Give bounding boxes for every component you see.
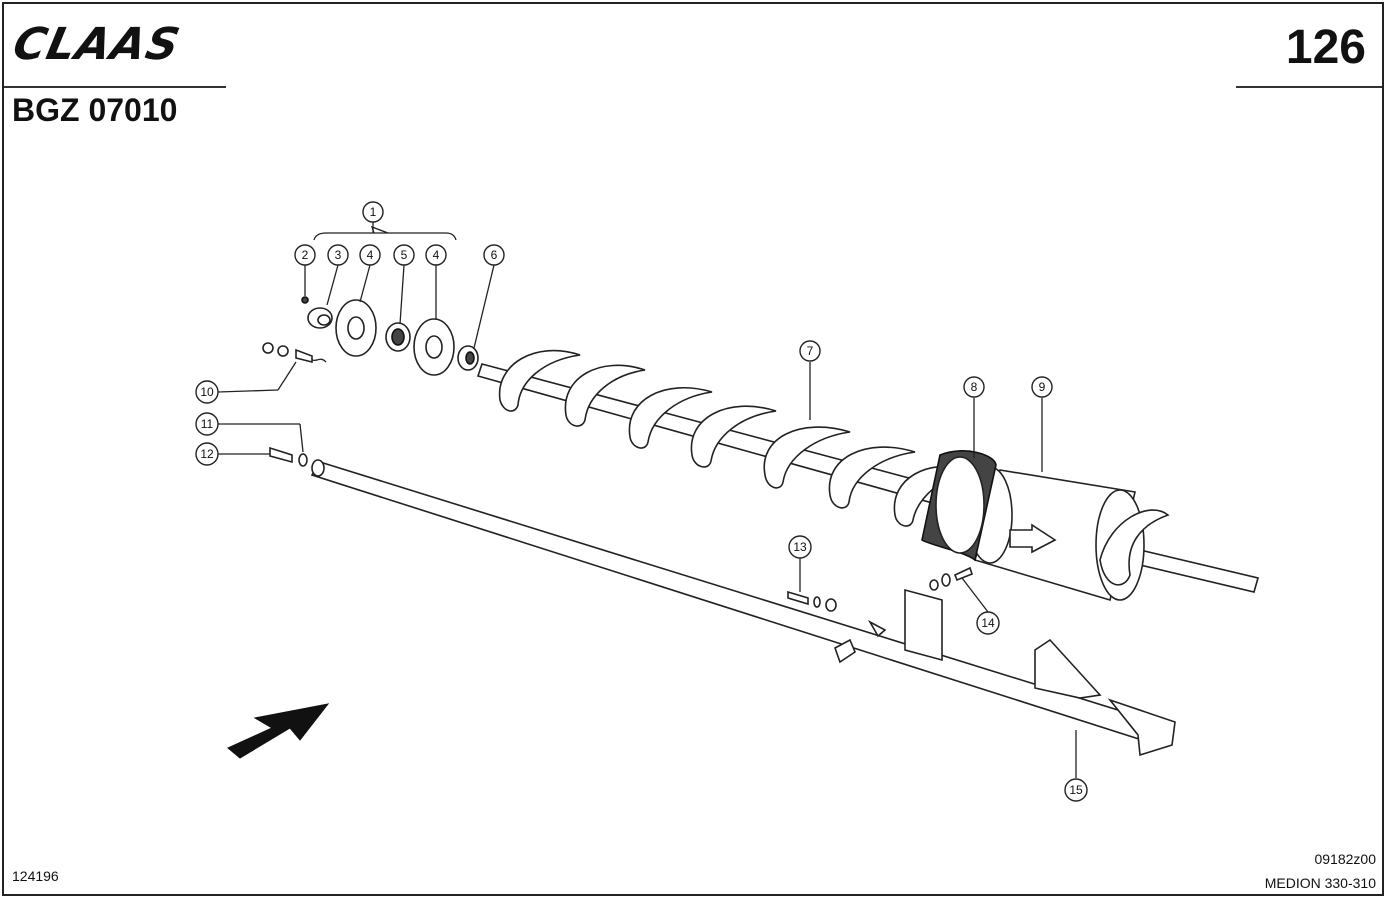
svg-text:3: 3	[335, 248, 342, 262]
doc-code: BGZ 07010	[12, 92, 178, 128]
svg-text:1: 1	[370, 205, 377, 219]
svg-text:10: 10	[200, 385, 214, 399]
leader-lines	[217, 264, 1077, 778]
svg-text:9: 9	[1039, 380, 1046, 394]
svg-text:11: 11	[201, 417, 214, 431]
auger-flights	[498, 349, 968, 527]
frame-tube	[310, 459, 1176, 757]
svg-text:5: 5	[401, 248, 408, 262]
callout-4a: 4	[359, 244, 381, 266]
direction-arrow	[227, 703, 330, 759]
callout-6: 6	[483, 244, 505, 266]
callout-14: 14	[976, 611, 1000, 635]
header-rule-right	[1236, 86, 1382, 88]
callout-5: 5	[393, 244, 415, 266]
callout-7: 7	[799, 340, 821, 362]
callout-11: 11	[195, 412, 219, 436]
footer-drawing-code: 09182z00	[1314, 851, 1376, 867]
svg-text:14: 14	[981, 616, 995, 630]
bearing-parts	[301, 296, 479, 376]
svg-text:2: 2	[302, 248, 309, 262]
footer-left-code: 124196	[12, 868, 59, 884]
svg-text:12: 12	[200, 447, 214, 461]
callout-10: 10	[195, 380, 219, 404]
header-rule-left	[4, 86, 226, 88]
callout-12: 12	[195, 442, 219, 466]
callout-1: 1	[362, 201, 384, 223]
group-bracket	[313, 225, 457, 241]
svg-text:13: 13	[793, 540, 807, 554]
svg-text:6: 6	[491, 248, 498, 262]
svg-text:15: 15	[1069, 783, 1083, 797]
svg-text:4: 4	[433, 248, 440, 262]
page-number: 126	[1285, 21, 1366, 74]
callout-15: 15	[1064, 778, 1088, 802]
callout-4b: 4	[425, 244, 447, 266]
fasteners-right	[787, 566, 973, 612]
svg-text:7: 7	[807, 344, 814, 358]
callout-8: 8	[963, 376, 985, 398]
callout-9: 9	[1031, 376, 1053, 398]
svg-text:4: 4	[367, 248, 374, 262]
footer-model: MEDION 330-310	[1264, 875, 1376, 891]
svg-text:8: 8	[971, 380, 978, 394]
drum-housing	[967, 466, 1170, 602]
drive-band	[921, 450, 997, 562]
fasteners-left	[262, 342, 327, 467]
callout-2: 2	[294, 244, 316, 266]
callout-13: 13	[788, 535, 812, 559]
callout-3: 3	[327, 244, 349, 266]
